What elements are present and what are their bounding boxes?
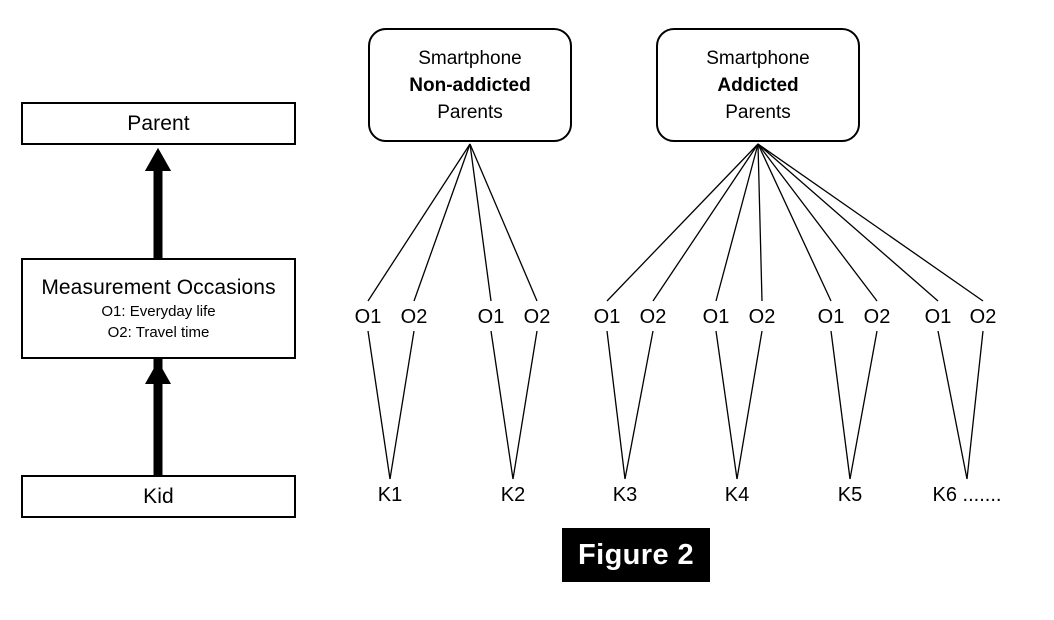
v-line-kid3-o2	[736, 330, 763, 480]
fan-line-group0-occasion0	[367, 143, 471, 302]
group-box-non-addicted-parents: Smartphone Non-addicted Parents	[368, 28, 572, 142]
occasion-label-3: O2	[523, 306, 551, 328]
v-line-kid4-o1	[830, 330, 851, 480]
v-line-kid4-o2	[849, 330, 878, 480]
occasion-label-7: O2	[748, 306, 776, 328]
group-addicted-line-2: Addicted	[717, 74, 799, 96]
kid-label-4: K5	[837, 484, 863, 506]
v-line-kid1-o1	[490, 330, 514, 480]
v-line-kid3-o1	[715, 330, 738, 480]
occasion-label-5: O2	[639, 306, 667, 328]
fan-line-group1-occasion4	[606, 143, 759, 302]
group-non-addicted-line-2: Non-addicted	[409, 74, 531, 96]
group-non-addicted-line-3: Parents	[437, 101, 503, 123]
legend-box-kid: Kid	[21, 475, 296, 518]
occasion-label-4: O1	[593, 306, 621, 328]
occasion-label-0: O1	[354, 306, 382, 328]
v-line-kid1-o2	[512, 330, 538, 480]
legend-box-parent: Parent	[21, 102, 296, 145]
kid-label-2: K3	[612, 484, 638, 506]
occasion-label-10: O1	[924, 306, 952, 328]
group-box-addicted-parents: Smartphone Addicted Parents	[656, 28, 860, 142]
fan-line-group1-occasion5	[652, 143, 759, 302]
fan-line-group1-occasion11	[757, 143, 984, 302]
legend-measurement-sub-o2: O2: Travel time	[107, 323, 210, 341]
legend-box-measurement-occasions: Measurement Occasions O1: Everyday life …	[21, 258, 296, 359]
v-line-kid2-o2	[624, 330, 654, 480]
fan-line-group1-occasion10	[757, 143, 939, 302]
kid-label-1: K2	[500, 484, 526, 506]
legend-kid-title: Kid	[143, 484, 174, 508]
legend-parent-title: Parent	[127, 111, 190, 135]
fan-line-group0-occasion2	[469, 143, 492, 302]
fan-line-group1-occasion8	[757, 143, 832, 302]
fan-line-group1-occasion7	[757, 143, 763, 302]
legend-arrow-kid-to-occasions-head	[145, 148, 171, 171]
v-line-kid5-o2	[966, 330, 984, 480]
figure-caption-text: Figure 2	[578, 538, 694, 571]
legend-arrow-measurement-to-parent-head	[145, 148, 171, 171]
fan-line-group0-occasion3	[469, 143, 538, 302]
v-line-kid5-o1	[937, 330, 968, 480]
occasion-label-2: O1	[477, 306, 505, 328]
occasion-label-6: O1	[702, 306, 730, 328]
group-non-addicted-line-1: Smartphone	[418, 47, 522, 69]
occasion-label-9: O2	[863, 306, 891, 328]
kid-label-3: K4	[724, 484, 750, 506]
group-addicted-line-1: Smartphone	[706, 47, 810, 69]
occasion-label-8: O1	[817, 306, 845, 328]
group-addicted-line-3: Parents	[725, 101, 791, 123]
legend-measurement-sub-o1: O1: Everyday life	[101, 302, 216, 320]
legend-measurement-title: Measurement Occasions	[41, 275, 276, 299]
occasion-label-1: O2	[400, 306, 428, 328]
v-line-kid2-o1	[606, 330, 626, 480]
figure-caption-plate: Figure 2	[562, 528, 710, 582]
occasion-label-11: O2	[969, 306, 997, 328]
v-line-kid0-o1	[367, 330, 391, 480]
fan-line-group1-occasion6	[715, 143, 759, 302]
kid-label-0: K1	[377, 484, 403, 506]
fan-line-group1-occasion9	[757, 143, 878, 302]
kid-label-5: K6 .......	[932, 484, 1002, 506]
legend-arrow-kid-to-measurement-head	[145, 361, 171, 384]
fan-line-group0-occasion1	[413, 143, 471, 302]
v-line-kid0-o2	[389, 330, 415, 480]
